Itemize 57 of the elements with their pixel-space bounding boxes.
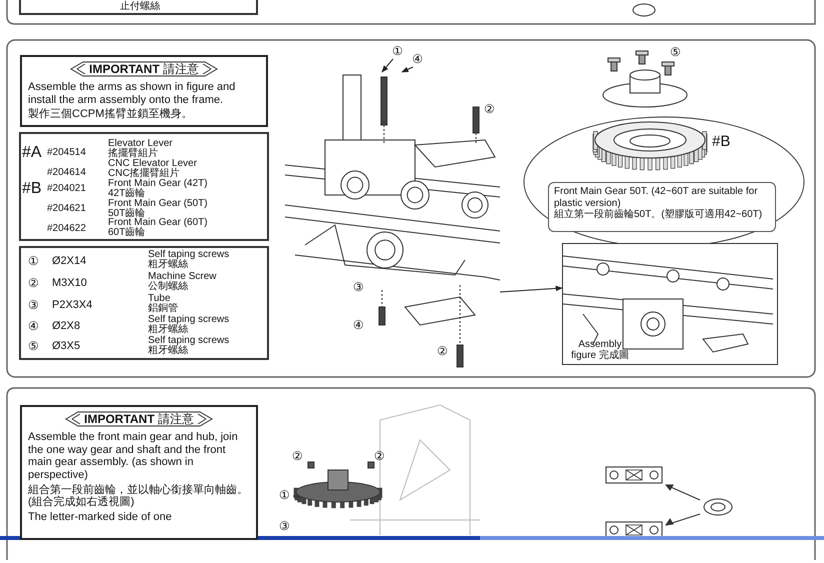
callout-number: ④ (353, 319, 364, 331)
callout-number: ② (292, 450, 303, 462)
assembly-figure (562, 243, 778, 365)
callout-number: ② (374, 450, 385, 462)
part-number: #204622 (47, 224, 86, 234)
note-text: Front Main Gear 50T. (42~60T are suitable for plastic version) (554, 186, 759, 208)
callout-number: ③ (353, 281, 364, 293)
part-number: #204514 (47, 148, 86, 158)
screw-name: Tube 鋁銅管 (148, 294, 178, 314)
figure-caption: Assembly figure 完成圖 (570, 340, 630, 361)
screw-size: Ø3X5 (52, 341, 80, 352)
notice-text: Assemble the arms as shown in figure and install the arm assembly onto the frame. (28, 81, 236, 106)
screw-size: Ø2X8 (52, 321, 80, 332)
callout-number: ① (390, 44, 405, 59)
note-box (548, 182, 776, 232)
screw-name: Self taping screws 粗牙螺絲 (148, 250, 230, 270)
part-group-label: #B (22, 181, 42, 197)
notice-box (20, 55, 268, 127)
notice-text: 組合第一段前齒輪，並以軸心銜接單向軸齒。(組合完成如右透視圖) (28, 484, 249, 509)
notice-box (20, 405, 258, 540)
callout-number: ① (279, 489, 290, 501)
note-text: 組立第一段前齒輪50T。(塑膠版可適用42~60T) (554, 209, 764, 220)
leader-line (382, 58, 394, 73)
screw-name: Machine Screw 公制螺絲 (148, 272, 216, 292)
part-name: Front Main Gear (50T) 50T齒輪 (108, 199, 208, 219)
callout-number: ⑤ (670, 46, 681, 58)
part-name: Elevator Lever 搖擺臂組片 (108, 139, 172, 159)
part-name: Front Main Gear (60T) 60T齒輪 (108, 218, 208, 238)
part-group-label: #A (22, 145, 42, 161)
notice-text: 製作三個CCPM搖臂並鎖至機身。 (28, 108, 194, 121)
part-group-label: #B (712, 134, 730, 149)
part-number: #204614 (47, 168, 86, 178)
leader-line (401, 66, 414, 72)
screw-size: Ø2X14 (52, 256, 86, 267)
callout-number: ⑤ (28, 340, 39, 352)
screw-size: P2X3X4 (52, 300, 92, 311)
notice-heading: IMPORTANT 請注意 (84, 412, 194, 426)
callout-number: ② (484, 103, 495, 115)
part-number: #204021 (47, 184, 86, 194)
screw-name: 止付螺絲 (120, 2, 160, 12)
notice-text: Assemble the front main gear and hub, join the one way gear and shaft and the front main gear assembly. (as shown in perspective) (28, 431, 239, 482)
callout-number: ② (28, 277, 39, 289)
part-name: Front Main Gear (42T) 42T齒輪 (108, 179, 208, 199)
notice-text: The letter-marked side of one (28, 510, 173, 524)
part-number: #204621 (47, 204, 86, 214)
callout-number: ① (28, 255, 39, 267)
part-name: CNC Elevator Lever CNC搖擺臂組片 (108, 159, 197, 179)
screw-name: Self taping screws 粗牙螺絲 (148, 315, 230, 335)
arrow (500, 286, 563, 292)
screw-size: M3X10 (52, 278, 87, 289)
callout-number: ④ (410, 52, 425, 67)
callout-number: ② (437, 345, 448, 357)
notice-heading: IMPORTANT 請注意 (89, 62, 199, 76)
callout-number: ③ (279, 520, 290, 532)
screw-name: Self taping screws 粗牙螺絲 (148, 336, 230, 356)
callout-number: ④ (28, 320, 39, 332)
callout-number: ③ (28, 299, 39, 311)
